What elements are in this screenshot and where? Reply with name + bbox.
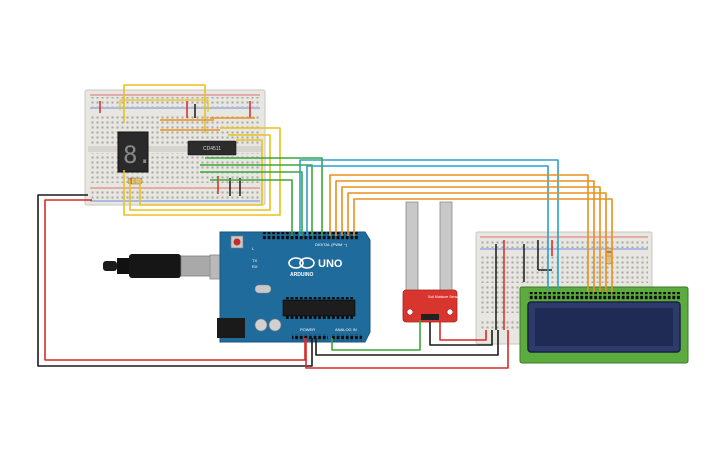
rail-jumpers-left	[99, 101, 251, 196]
arduino-uno[interactable]: DIGITAL (PWM ~) UNO ARDUINO L TX RX POWE…	[103, 231, 371, 343]
label-tx: TX	[252, 258, 257, 263]
capacitor-1	[254, 318, 268, 332]
arduino-logo	[288, 257, 315, 269]
breadboard-left[interactable]	[84, 89, 266, 206]
sensor-label: Soil Moisture Sensor	[428, 295, 461, 299]
usb-connector	[180, 255, 214, 277]
capacitor-2	[268, 318, 282, 332]
wire-green-1	[200, 164, 313, 236]
wire-blue-1	[299, 159, 559, 290]
analog-header	[332, 334, 362, 341]
wires	[37, 84, 613, 369]
lcd-header-pins	[528, 292, 680, 300]
wire-green-2	[200, 171, 303, 236]
label-l: L	[252, 246, 255, 251]
lcd-module[interactable]	[519, 286, 689, 364]
wire-black-2	[315, 330, 499, 356]
wire-orange-5	[353, 198, 613, 292]
wire-green-sensor	[331, 320, 421, 351]
seven-segment-digit: 8.	[123, 141, 152, 169]
soil-moisture-sensor[interactable]: Soil Moisture Sensor	[402, 201, 461, 323]
analog-header-label: ANALOG IN	[335, 327, 357, 332]
sensor-probe-right	[439, 201, 453, 303]
wire-yellow-5	[119, 99, 209, 112]
wire-green-4	[205, 157, 323, 236]
wire-orange-3	[341, 186, 601, 292]
wire-orange-2	[335, 180, 595, 292]
wire-black-sensor	[429, 322, 493, 346]
wire-yellow-3	[129, 134, 271, 211]
digital-header	[262, 232, 358, 240]
lcd-screen	[535, 308, 673, 346]
usb-cable-end	[103, 261, 117, 271]
rail-jumpers-right	[495, 240, 553, 330]
digital-header-label: DIGITAL (PWM ~)	[315, 242, 348, 247]
wire-green-3	[210, 179, 293, 236]
atmega-chip	[282, 299, 356, 317]
wire-red-main	[44, 199, 306, 361]
arduino-model: UNO	[318, 258, 343, 270]
crystal	[254, 284, 272, 294]
wire-orange-1	[329, 174, 589, 292]
resistor-display[interactable]	[127, 177, 143, 185]
resistor-lcd[interactable]	[605, 247, 613, 265]
wire-blue-2	[306, 165, 549, 290]
power-header	[292, 334, 328, 341]
wire-orange-4	[347, 192, 607, 292]
wire-yellow-4	[139, 139, 263, 206]
wire-yellow-1	[123, 84, 206, 133]
wire-yellow-2	[123, 127, 281, 216]
wire-red-sensor	[439, 322, 487, 341]
wire-red-2	[305, 330, 509, 369]
power-header-label: POWER	[300, 327, 315, 332]
usb-cable-plug	[129, 254, 181, 278]
reset-button-cap	[233, 238, 241, 246]
ic-label: CD4511	[203, 146, 221, 152]
wire-black-main	[37, 194, 313, 367]
power-jack	[217, 318, 245, 338]
ic-cd4511[interactable]: CD4511	[187, 140, 237, 156]
sensor-probe-left	[405, 201, 419, 303]
arduino-brand: ARDUINO	[290, 272, 313, 278]
seven-segment-display[interactable]: 8.	[117, 131, 152, 173]
label-rx: RX	[252, 264, 258, 269]
